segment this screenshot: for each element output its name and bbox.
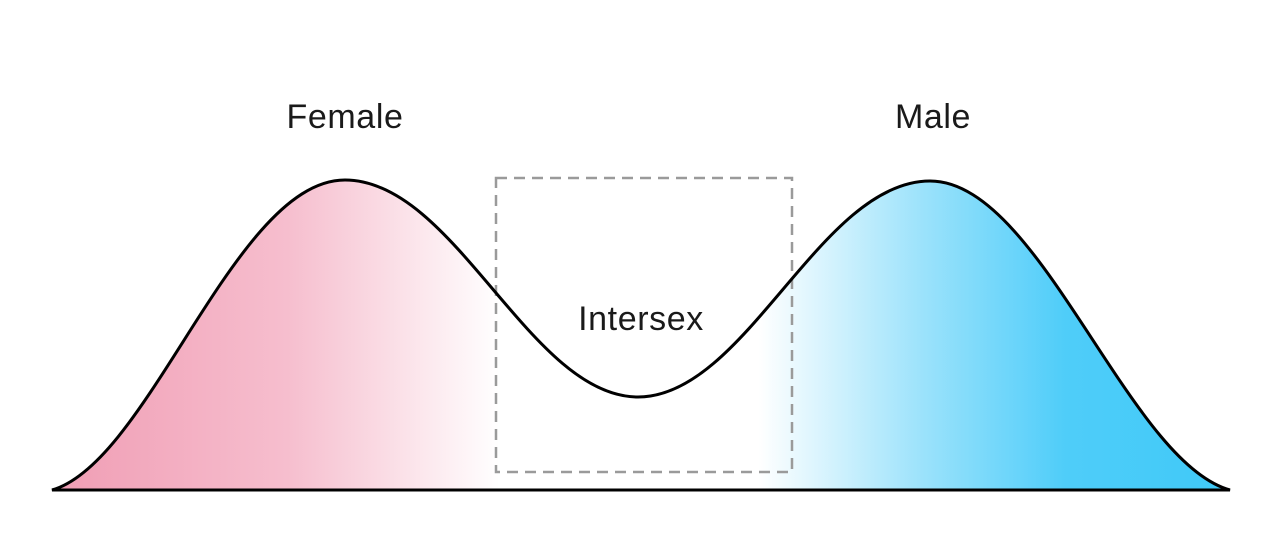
male-label: Male xyxy=(894,98,972,136)
bimodal-curve-outline xyxy=(51,178,1231,492)
intersex-dashed-box xyxy=(494,176,794,474)
female-label: Female xyxy=(286,98,404,136)
bimodal-curve-fill xyxy=(52,180,1230,490)
intersex-label: Intersex xyxy=(578,300,704,338)
